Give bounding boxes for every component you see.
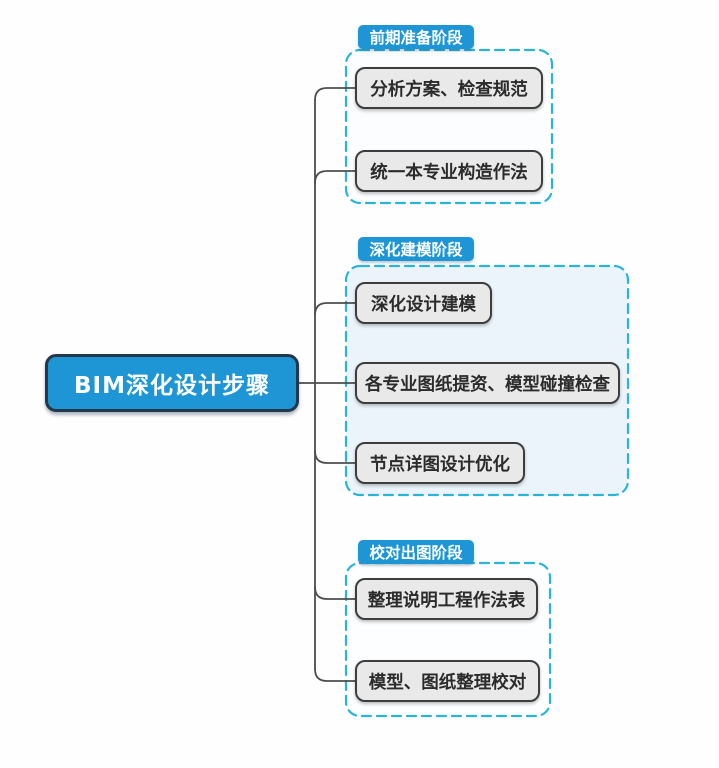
connector-branch-5 (314, 450, 356, 464)
stage-header-review[interactable]: 校对出图阶段 (358, 540, 474, 564)
node-model-drawing-proofread[interactable]: 模型、图纸整理校对 (355, 660, 540, 702)
connector-branch-7 (314, 668, 356, 682)
node-unify-construction-methods[interactable]: 统一本专业构造作法 (355, 150, 543, 192)
connector-branch-1 (314, 87, 356, 101)
node-drawing-info-clash-check[interactable]: 各专业图纸提资、模型碰撞检查 (355, 362, 620, 404)
connector-branch-2 (314, 170, 356, 184)
connector-branch-3 (314, 302, 356, 316)
root-node-bim-steps[interactable]: BIM深化设计步骤 (45, 354, 299, 412)
node-analyze-plan-check-specs[interactable]: 分析方案、检查规范 (355, 67, 543, 109)
node-deepen-design-modeling[interactable]: 深化设计建模 (355, 282, 492, 324)
node-detail-drawing-optimization[interactable]: 节点详图设计优化 (355, 442, 525, 484)
stage-header-preparation[interactable]: 前期准备阶段 (358, 25, 474, 49)
node-works-method-table[interactable]: 整理说明工程作法表 (355, 578, 538, 620)
stage-header-modeling[interactable]: 深化建模阶段 (358, 237, 474, 261)
connector-branch-6 (314, 586, 356, 600)
